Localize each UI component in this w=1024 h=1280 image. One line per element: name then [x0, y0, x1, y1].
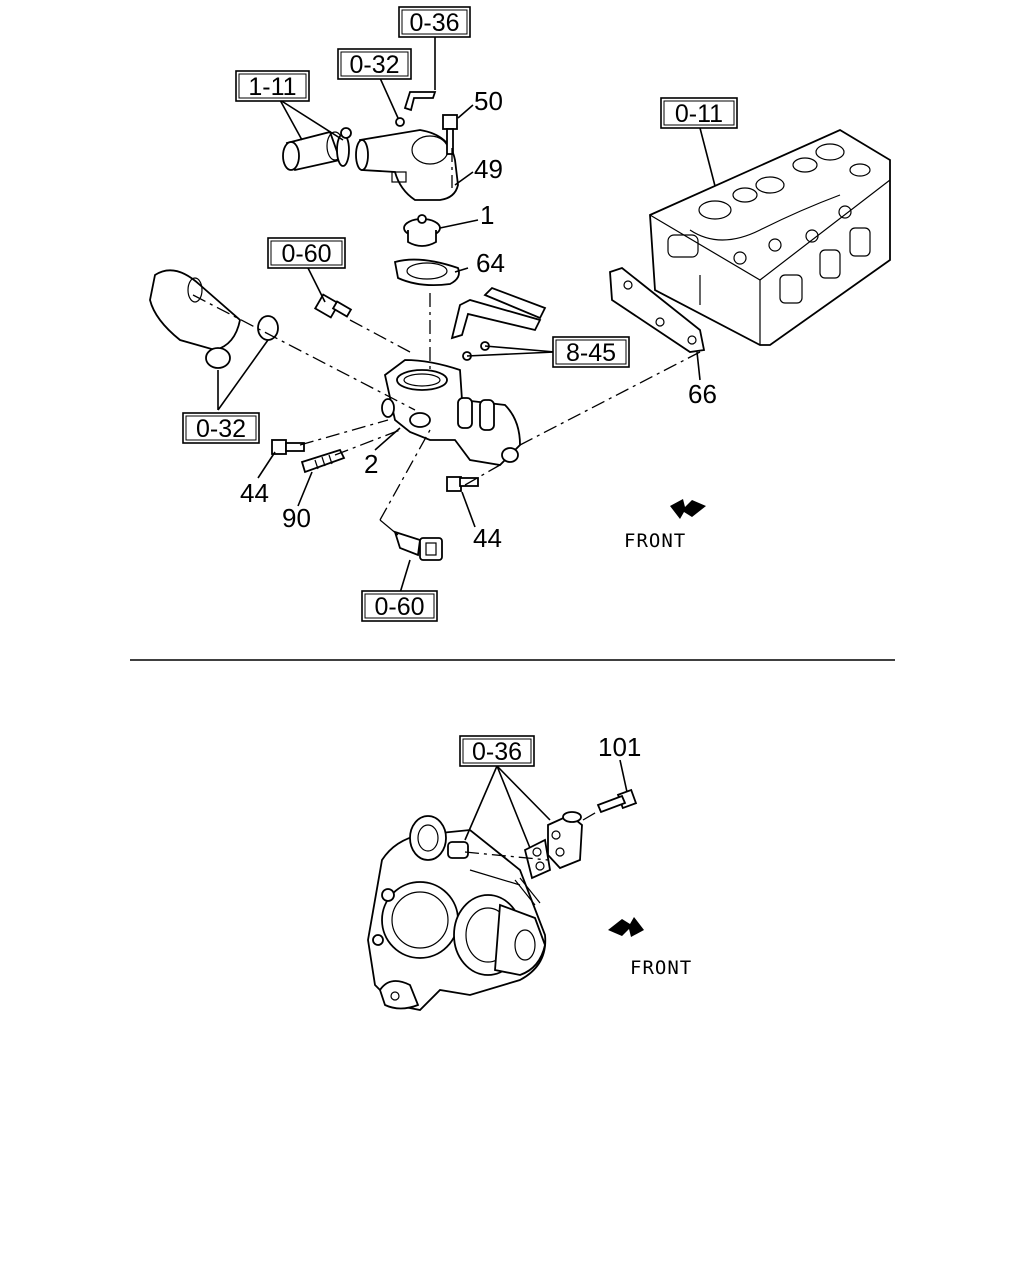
gasket-66	[609, 266, 706, 353]
callout-66: 66	[688, 379, 717, 409]
ref-box-0-60-bottom[interactable]: 0-60	[361, 590, 438, 622]
ref-box-0-11[interactable]: 0-11	[660, 97, 738, 129]
gasket-64	[393, 258, 460, 287]
svg-text:0-32: 0-32	[196, 415, 246, 443]
thermostat-cover	[355, 129, 459, 201]
ref-box-0-60-left[interactable]: 0-60	[267, 237, 346, 269]
svg-text:0-60: 0-60	[281, 240, 331, 268]
bolt-50	[442, 114, 458, 155]
ref-box-8-45[interactable]: 8-45	[552, 336, 630, 368]
front-arrow-icon	[670, 499, 706, 519]
svg-text:0-36: 0-36	[472, 738, 522, 766]
bolt-44-left	[271, 439, 305, 455]
cylinder-head	[649, 128, 891, 346]
svg-text:8-45: 8-45	[566, 339, 616, 367]
bottom-diagram: 0-36 101 FRONT	[367, 732, 692, 1011]
svg-text:0-60: 0-60	[374, 593, 424, 621]
ref-box-0-36-bottom[interactable]: 0-36	[459, 735, 535, 767]
front-arrow-icon-bottom	[608, 917, 644, 937]
callout-1: 1	[480, 200, 494, 230]
svg-text:0-32: 0-32	[349, 51, 399, 79]
svg-text:1-11: 1-11	[248, 73, 296, 101]
callout-44-right: 44	[473, 523, 502, 553]
ref-box-1-11[interactable]: 1-11	[235, 70, 310, 102]
hose-left	[149, 269, 279, 369]
top-diagram: 0-36 0-32 1-11 0-11 0-60 8-45	[149, 6, 891, 622]
ref-box-0-36-top[interactable]: 0-36	[398, 6, 471, 38]
ref-box-0-32-bottom[interactable]: 0-32	[182, 412, 260, 444]
pipe-0-36	[403, 91, 437, 112]
front-label-top: FRONT	[624, 530, 686, 552]
callout-49: 49	[474, 154, 503, 184]
callout-50: 50	[474, 86, 503, 116]
sensor-bottom	[393, 530, 443, 561]
thermostat	[403, 214, 441, 247]
callout-2: 2	[364, 449, 378, 479]
oil-pipe-fittings	[514, 811, 583, 906]
bolt-44-right	[446, 476, 479, 492]
ref-box-0-32-top[interactable]: 0-32	[337, 48, 412, 80]
clip-top	[395, 117, 405, 127]
pipes-8-45	[450, 286, 547, 361]
turbocharger	[367, 815, 547, 1011]
stud-90	[300, 448, 346, 474]
callout-44-left: 44	[240, 478, 269, 508]
front-label-bottom: FRONT	[630, 957, 692, 979]
callout-64: 64	[476, 248, 505, 278]
bolt-101	[596, 788, 638, 814]
callout-101: 101	[598, 732, 641, 762]
sensor-left	[313, 293, 353, 319]
svg-text:0-36: 0-36	[409, 9, 459, 37]
callout-90: 90	[282, 503, 311, 533]
svg-text:0-11: 0-11	[675, 100, 723, 128]
hose-upper	[282, 127, 352, 172]
thermostat-housing	[381, 359, 521, 466]
